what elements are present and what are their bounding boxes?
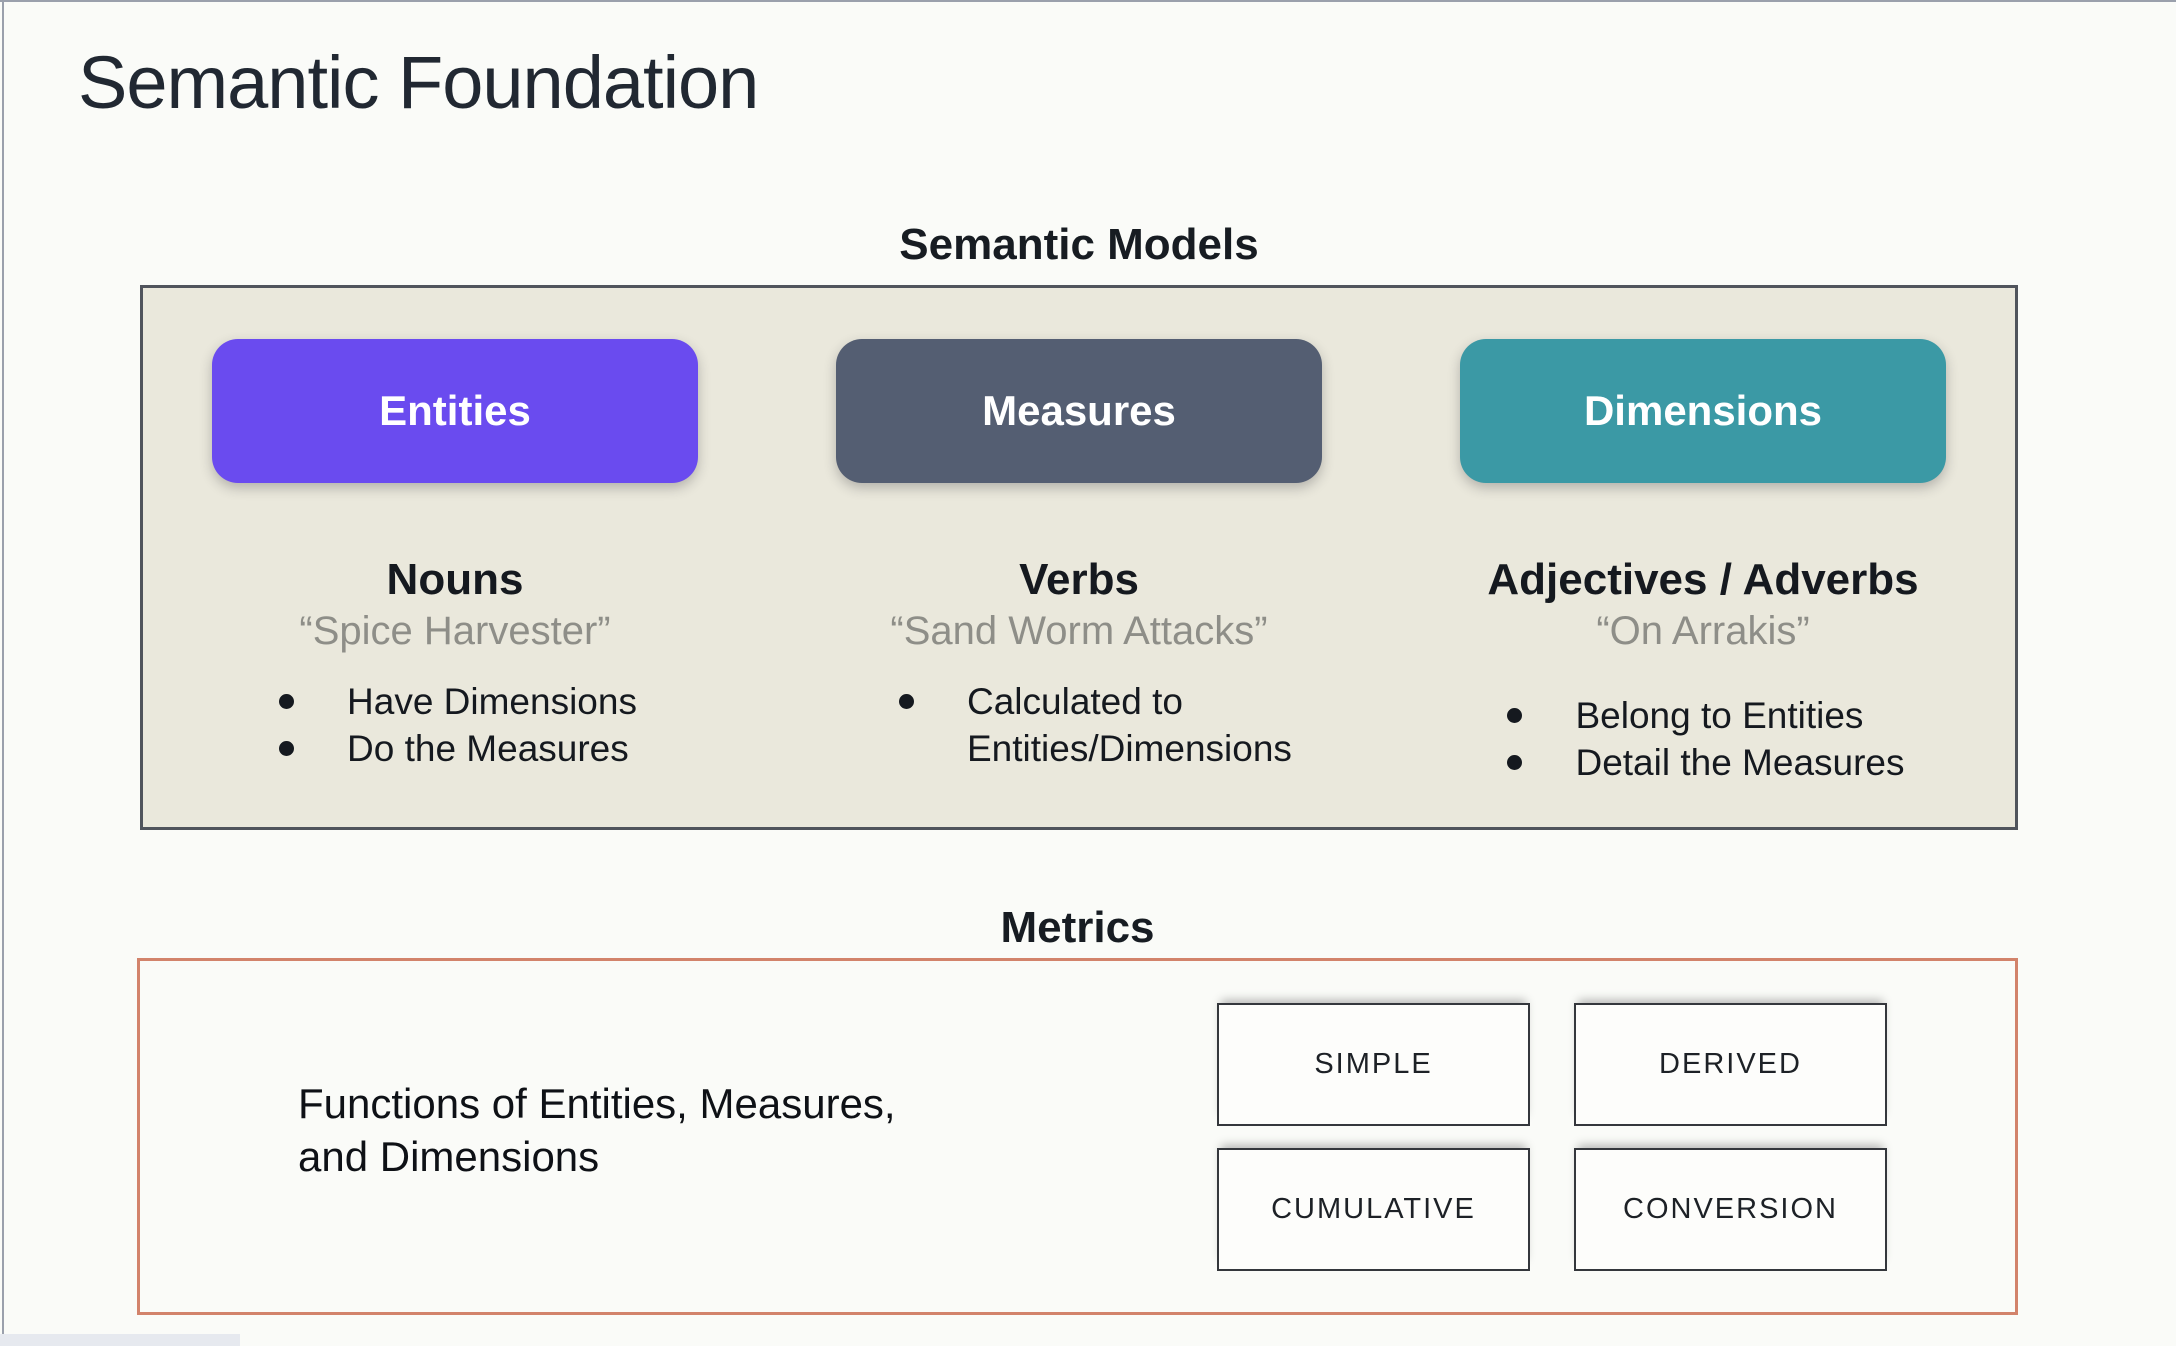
metric-type-label: CUMULATIVE — [1271, 1193, 1476, 1225]
entities-quote: “Spice Harvester” — [299, 609, 611, 653]
dimensions-pill-label: Dimensions — [1583, 387, 1823, 434]
model-column-entities: Entities Nouns “Spice Harvester” Have Di… — [143, 288, 767, 827]
entities-pill: Entities — [212, 339, 698, 483]
bullet-item: Belong to Entities — [1501, 692, 1904, 739]
bullet-item: Do the Measures — [273, 725, 637, 772]
slide-left-edge — [2, 0, 4, 1346]
dimensions-pill: Dimensions — [1460, 339, 1946, 483]
model-column-measures: Measures Verbs “Sand Worm Attacks” Calcu… — [767, 288, 1391, 827]
bullet-item: Detail the Measures — [1501, 739, 1905, 786]
dimensions-subtitle: Adjectives / Adverbs — [1487, 555, 1919, 604]
measures-quote: “Sand Worm Attacks” — [890, 609, 1268, 653]
measures-subtitle: Verbs — [1019, 555, 1139, 604]
metrics-panel: Functions of Entities, Measures, and Dim… — [137, 958, 2018, 1315]
measures-pill-label: Measures — [982, 387, 1176, 434]
bullet-item: Calculated to Entities/Dimensions — [893, 678, 1292, 772]
dimensions-bullet-list: Belong to Entities Detail the Measures — [1501, 692, 1905, 786]
entities-subtitle: Nouns — [386, 555, 524, 604]
metric-type-label: DERIVED — [1659, 1048, 1802, 1080]
metrics-heading: Metrics — [1000, 903, 1155, 952]
dimensions-quote: “On Arrakis” — [1596, 609, 1810, 653]
entities-pill-label: Entities — [379, 387, 531, 434]
entities-bullet-list: Have Dimensions Do the Measures — [273, 678, 637, 772]
measures-pill: Measures — [836, 339, 1322, 483]
metric-type-label: SIMPLE — [1314, 1048, 1433, 1080]
metric-type-box-simple: SIMPLE — [1217, 1003, 1530, 1126]
model-column-dimensions: Dimensions Adjectives / Adverbs “On Arra… — [1391, 288, 2015, 827]
bullet-item: Have Dimensions — [273, 678, 637, 725]
slide-top-edge — [0, 0, 2176, 2]
metric-type-box-derived: DERIVED — [1574, 1003, 1887, 1126]
measures-bullet-list: Calculated to Entities/Dimensions — [893, 678, 1292, 772]
semantic-models-heading: Semantic Models — [899, 220, 1259, 269]
page-title: Semantic Foundation — [78, 41, 759, 124]
metrics-description: Functions of Entities, Measures, and Dim… — [298, 1080, 896, 1180]
metric-type-label: CONVERSION — [1623, 1193, 1838, 1225]
metric-type-box-conversion: CONVERSION — [1574, 1148, 1887, 1271]
bottom-left-strip — [0, 1334, 240, 1346]
metric-type-box-cumulative: CUMULATIVE — [1217, 1148, 1530, 1271]
semantic-models-panel: Entities Nouns “Spice Harvester” Have Di… — [140, 285, 2018, 830]
